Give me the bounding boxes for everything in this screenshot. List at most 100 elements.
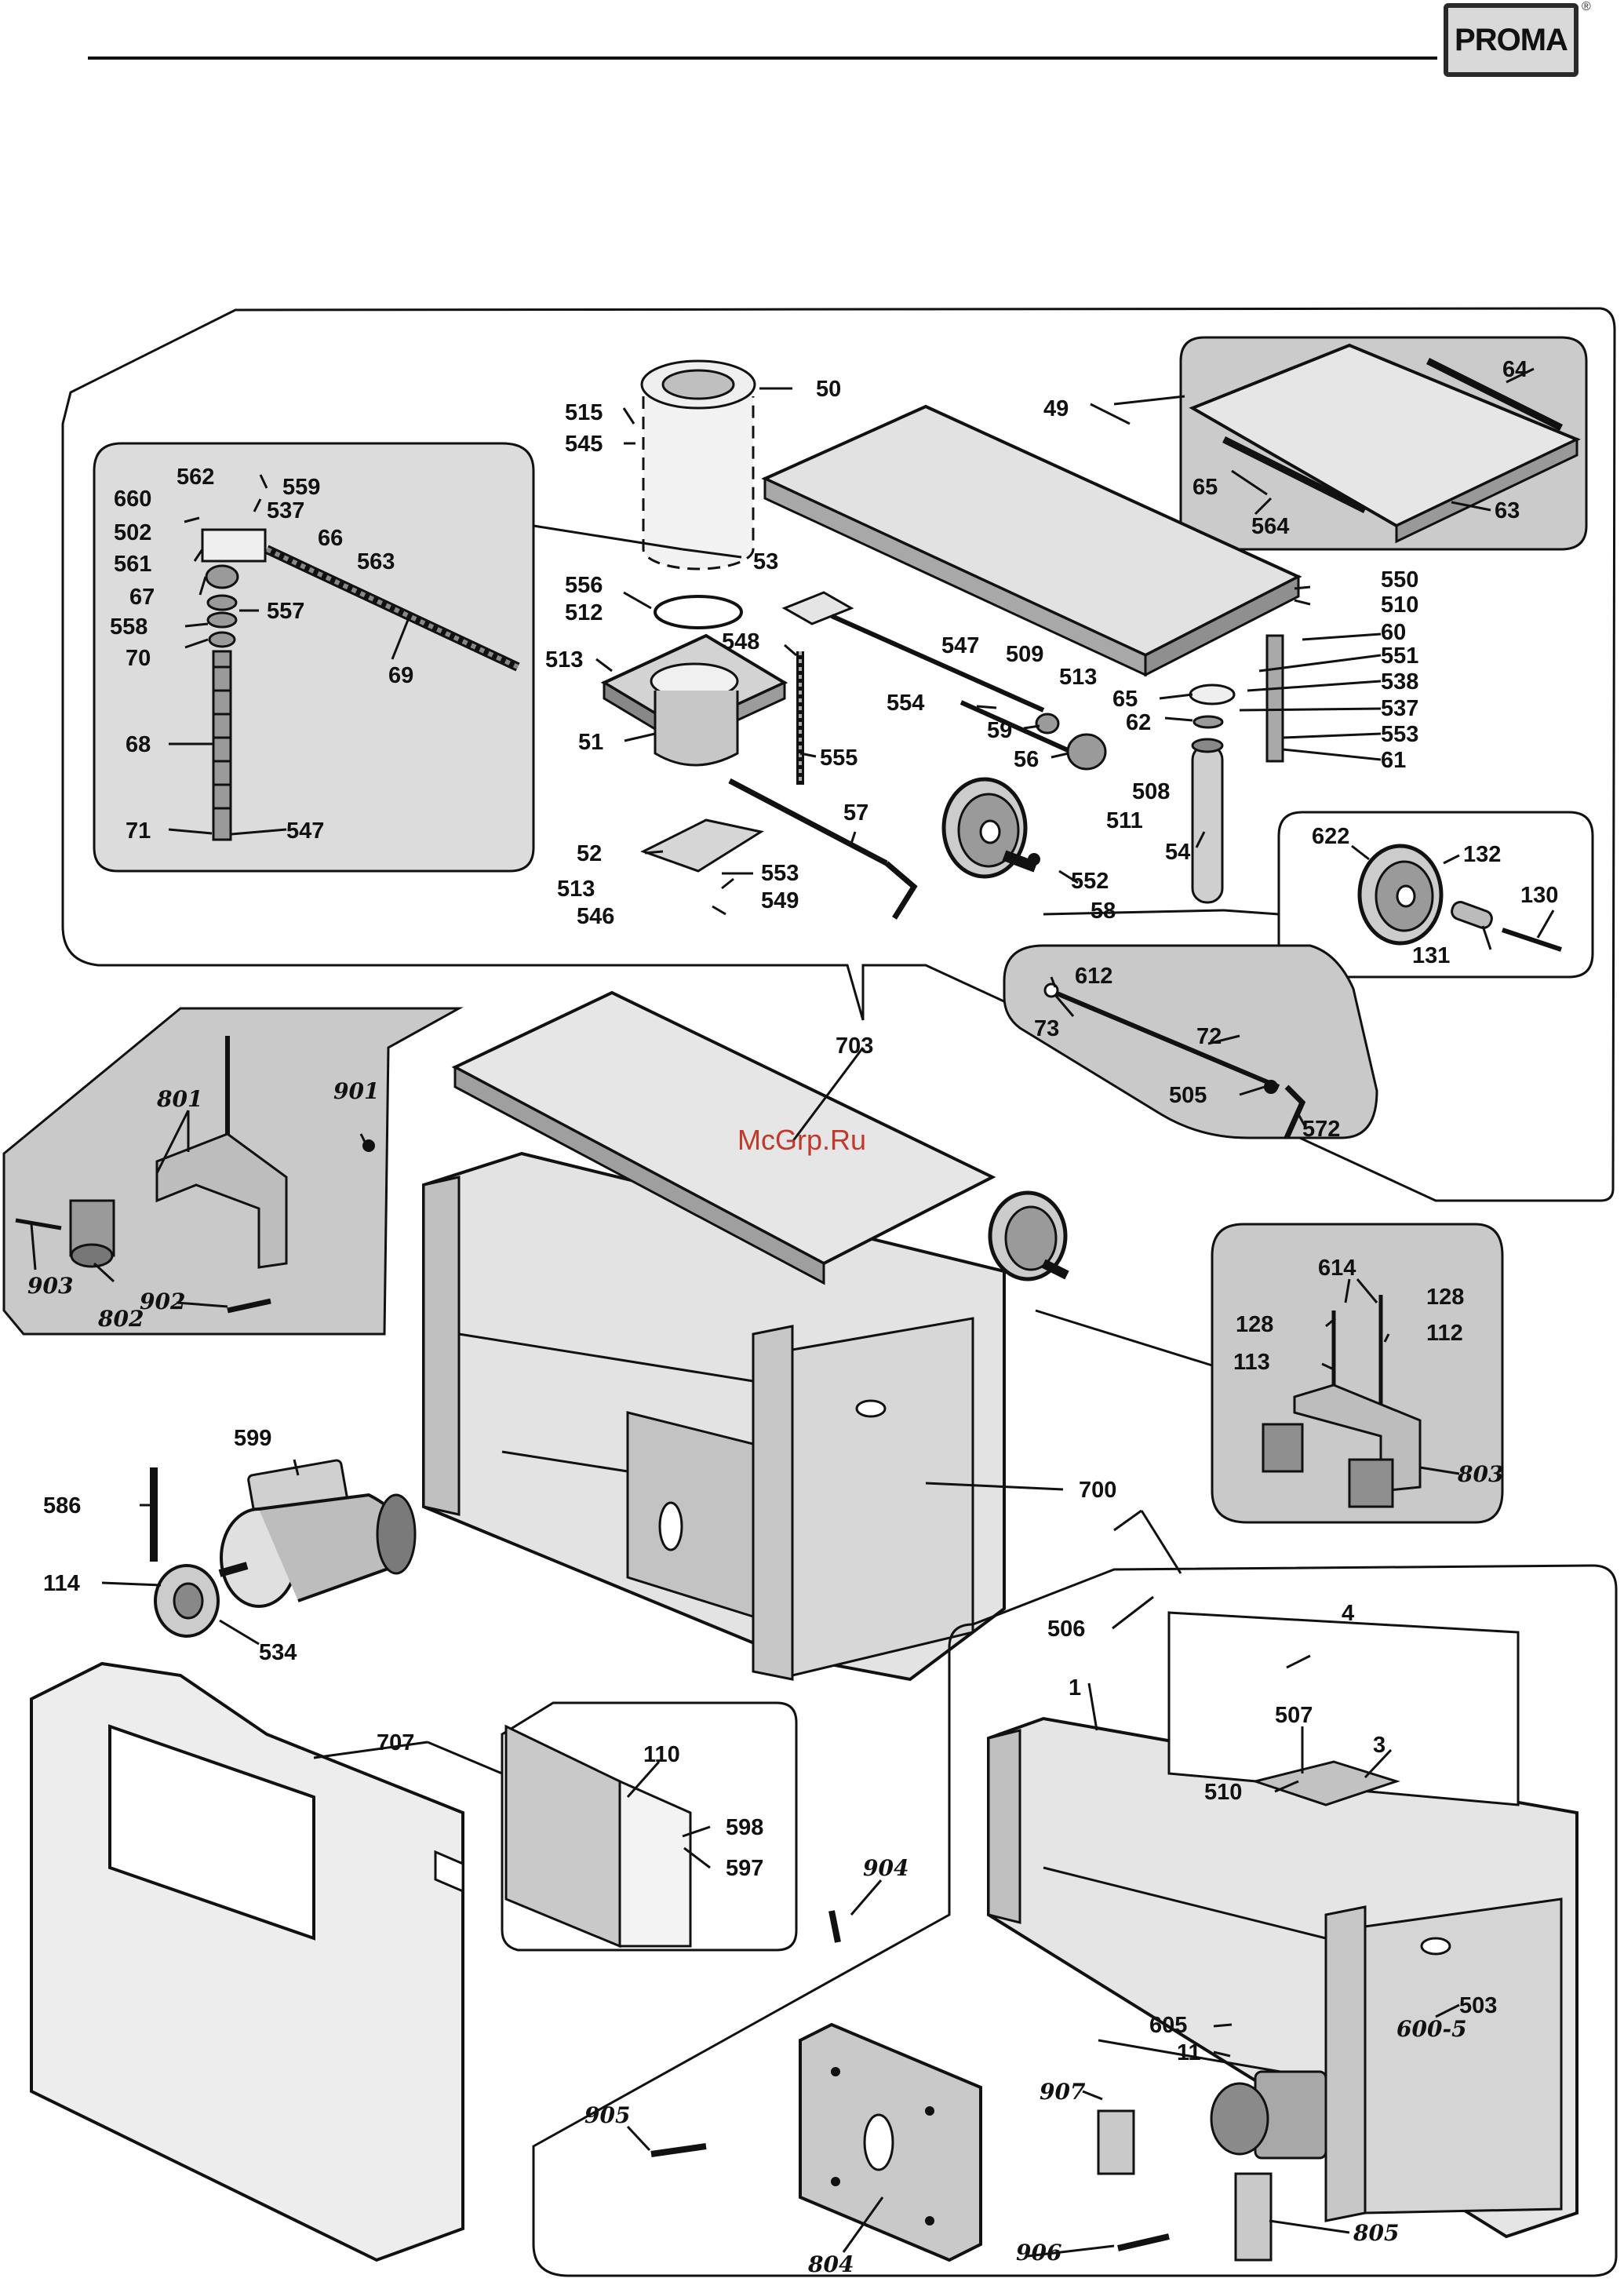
bolt-130 <box>1502 928 1562 952</box>
label-58: 58 <box>1091 899 1116 924</box>
label-703: 703 <box>836 1033 873 1059</box>
screw-904 <box>828 1910 841 1943</box>
label-53: 53 <box>753 549 778 574</box>
leader-lines <box>30 367 1555 2258</box>
nut-70 <box>208 631 236 648</box>
table-49-side <box>1144 574 1300 677</box>
label-804: 804 <box>807 2251 854 2277</box>
label-547b: 547 <box>941 633 979 658</box>
label-54: 54 <box>1165 840 1190 865</box>
label-551: 551 <box>1381 643 1418 669</box>
label-557: 557 <box>267 599 304 624</box>
label-614: 614 <box>1318 1256 1356 1281</box>
bracket-805a <box>1097 2109 1135 2175</box>
label-552: 552 <box>1071 869 1109 894</box>
shaft-69 <box>264 545 520 672</box>
label-805: 805 <box>1353 2220 1399 2246</box>
rod-554 <box>959 700 1076 756</box>
post-54 <box>1191 744 1224 904</box>
cover-707 <box>30 1661 464 2262</box>
label-60: 60 <box>1381 620 1406 645</box>
switch-803a <box>1262 1423 1304 1473</box>
washer-558 <box>206 611 238 629</box>
label-600-5: 600-5 <box>1396 2016 1467 2042</box>
cover-4 <box>1167 1611 1520 1806</box>
label-515: 515 <box>565 400 603 425</box>
bar-61 <box>1265 634 1284 763</box>
label-547a: 547 <box>286 818 324 844</box>
label-549: 549 <box>761 888 799 913</box>
label-64: 64 <box>1502 357 1528 382</box>
watermark-text: McGrp.Ru <box>737 1124 866 1156</box>
label-56: 56 <box>1014 747 1039 772</box>
label-128a: 128 <box>1426 1285 1464 1310</box>
label-52: 52 <box>577 841 602 866</box>
label-605: 605 <box>1149 2013 1187 2038</box>
label-71: 71 <box>126 818 151 844</box>
label-72: 72 <box>1196 1024 1222 1049</box>
shaft-inset <box>93 442 535 873</box>
block-66 <box>201 528 267 563</box>
label-110: 110 <box>643 1742 680 1767</box>
handwheel-132 <box>1357 844 1444 946</box>
collar-67 <box>205 564 239 589</box>
label-503: 503 <box>1459 1993 1497 2018</box>
label-507: 507 <box>1275 1703 1313 1728</box>
proma-logo: PROMA <box>1444 3 1578 77</box>
machine-body-700 <box>422 1151 1006 1682</box>
label-508: 508 <box>1132 779 1170 804</box>
label-505a: 505 <box>1169 1083 1207 1108</box>
nut-552 <box>1028 853 1040 866</box>
label-114: 114 <box>43 1571 80 1596</box>
label-50: 50 <box>816 377 841 402</box>
label-801: 801 <box>156 1086 202 1112</box>
bracket-51 <box>600 633 788 767</box>
label-49: 49 <box>1043 396 1069 421</box>
label-506: 506 <box>1047 1617 1085 1642</box>
label-510b: 510 <box>1204 1780 1242 1805</box>
registered-mark: ® <box>1582 0 1591 13</box>
label-512: 512 <box>565 600 603 625</box>
label-513a: 513 <box>545 647 583 673</box>
column-50 <box>640 359 756 629</box>
post-54-top <box>1191 738 1224 753</box>
screw-68 <box>212 650 232 841</box>
switch-803b <box>1348 1458 1394 1508</box>
label-1: 1 <box>1069 1675 1081 1701</box>
label-904: 904 <box>863 1855 908 1881</box>
motor-lower <box>1210 2070 1327 2160</box>
label-513c: 513 <box>557 877 595 902</box>
part-labels: 50 515 545 49 64 65 564 63 562 559 660 5… <box>27 357 1558 2277</box>
washer-62 <box>1193 715 1224 729</box>
label-62: 62 <box>1126 710 1151 735</box>
motor-599 <box>218 1459 417 1608</box>
label-57: 57 <box>843 800 868 826</box>
label-599: 599 <box>234 1426 271 1451</box>
rail-64 <box>1426 357 1564 432</box>
label-553a: 553 <box>1381 722 1418 747</box>
gear-56 <box>1066 733 1107 771</box>
label-905: 905 <box>584 2102 630 2128</box>
rail-65 <box>1222 436 1367 514</box>
label-562: 562 <box>177 465 214 490</box>
screw-905 <box>650 2143 707 2157</box>
label-509: 509 <box>1006 642 1043 667</box>
rod-57 <box>728 778 888 866</box>
label-597: 597 <box>726 1856 763 1881</box>
label-69: 69 <box>388 663 413 688</box>
label-612: 612 <box>1075 964 1112 989</box>
label-65b: 65 <box>1112 687 1138 712</box>
label-548: 548 <box>722 629 759 654</box>
rod-72 <box>1054 990 1280 1089</box>
label-559: 559 <box>282 475 320 500</box>
label-554: 554 <box>887 691 924 716</box>
label-546: 546 <box>577 904 614 929</box>
guide-53 <box>781 591 1045 713</box>
pulley-534 <box>154 1564 220 1638</box>
label-4: 4 <box>1342 1601 1354 1626</box>
label-113: 113 <box>1233 1350 1270 1375</box>
label-902: 902 <box>140 1289 185 1314</box>
table-703-edge <box>453 1065 825 1285</box>
label-511: 511 <box>1106 808 1143 833</box>
label-555: 555 <box>820 745 858 771</box>
